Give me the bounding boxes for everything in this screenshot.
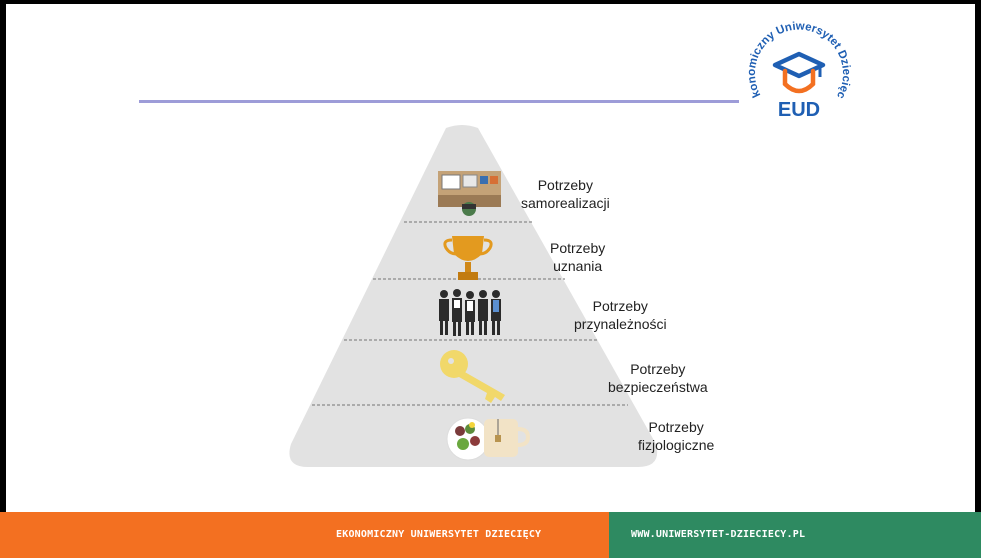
level-label-belonging: Potrzeby przynależności — [574, 297, 667, 333]
level-label-line1: Potrzeby — [537, 177, 593, 193]
level-label-safety: Potrzeby bezpieczeństwa — [608, 360, 708, 396]
slide: Ekonomiczny Uniwersytet Dziecięcy EUD — [6, 4, 975, 512]
footer: EKONOMICZNY UNIWERSYTET DZIECIĘCY WWW.UN… — [0, 512, 981, 558]
footer-website-link[interactable]: WWW.UNIWERSYTET-DZIECIECY.PL — [631, 529, 806, 540]
footer-right-band: WWW.UNIWERSYTET-DZIECIECY.PL — [609, 512, 981, 558]
graduation-cap-icon — [772, 51, 826, 94]
level-label-line1: Potrzeby — [592, 298, 648, 314]
trophy-icon — [443, 236, 493, 280]
people-group-icon — [439, 289, 501, 336]
level-label-line2: przynależności — [574, 316, 667, 332]
level-label-line1: Potrzeby — [630, 361, 686, 377]
level-label-esteem: Potrzeby uznania — [550, 239, 605, 275]
desk-workspace-icon — [438, 171, 501, 216]
level-label-line2: fizjologiczne — [638, 437, 715, 453]
level-label-line2: samorealizacji — [521, 195, 610, 211]
level-label-line2: uznania — [553, 258, 603, 274]
logo-abbr: EUD — [778, 99, 820, 121]
maslow-pyramid — [289, 125, 658, 467]
eud-logo: Ekonomiczny Uniwersytet Dziecięcy EUD — [740, 14, 856, 130]
food-and-drink-icon — [446, 417, 531, 461]
level-label-physiological: Potrzeby fizjologiczne — [638, 418, 714, 454]
footer-left-band: EKONOMICZNY UNIWERSYTET DZIECIĘCY — [0, 512, 609, 558]
level-label-line2: bezpieczeństwa — [608, 379, 708, 395]
footer-university-name: EKONOMICZNY UNIWERSYTET DZIECIĘCY — [336, 529, 542, 540]
level-label-self-actualization: Potrzeby samorealizacji — [521, 176, 610, 212]
key-icon — [440, 350, 505, 403]
level-label-line1: Potrzeby — [648, 419, 704, 435]
level-label-line1: Potrzeby — [550, 240, 606, 256]
title-underline — [139, 100, 739, 103]
